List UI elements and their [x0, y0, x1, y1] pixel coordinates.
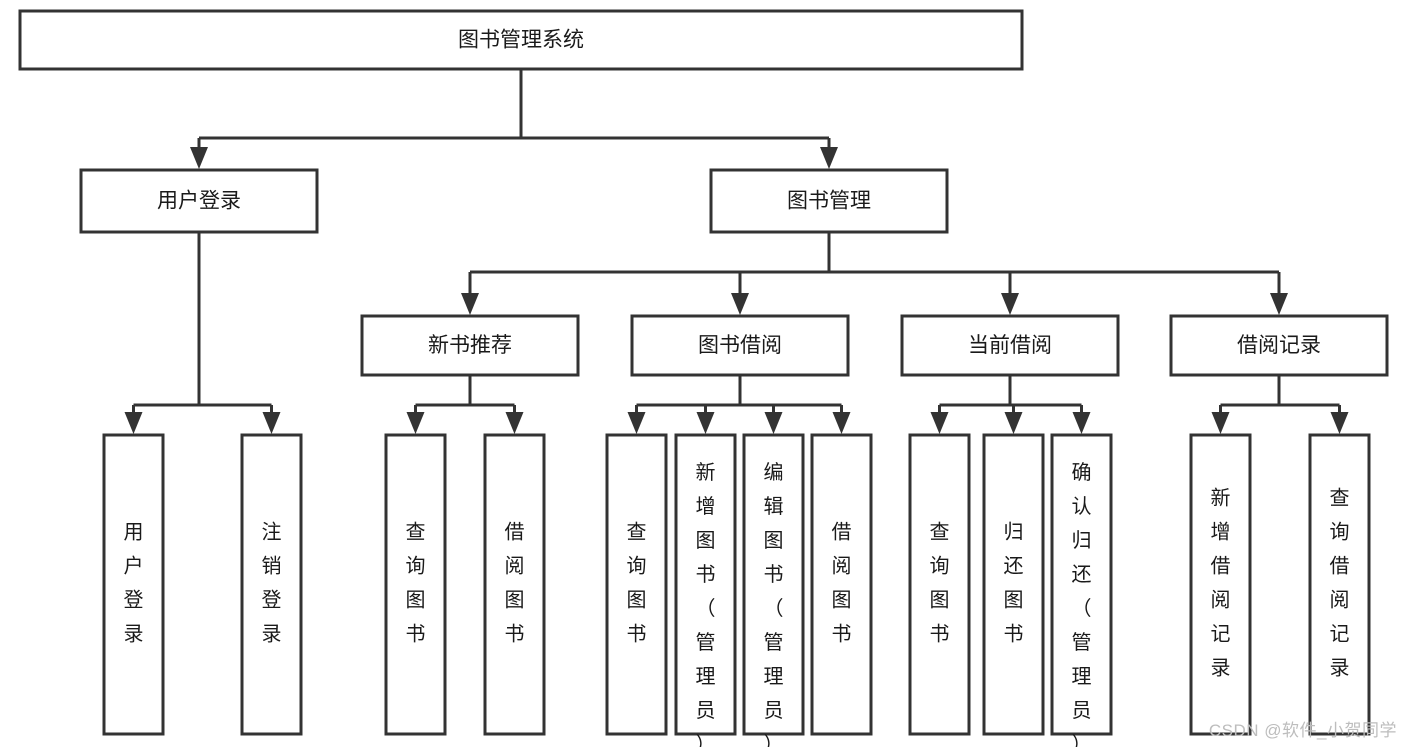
node-box	[605, 433, 668, 736]
node-box	[742, 433, 805, 736]
arrow-head-icon	[1270, 293, 1288, 315]
node-leaf-leaf-confirm-return-admin[interactable]: 确认归还（管理员）	[1050, 433, 1113, 747]
node-label: 图书管理系统	[458, 29, 584, 52]
node-box	[360, 314, 580, 377]
node-label: 新增借阅记录	[1211, 487, 1231, 680]
node-level3-new-book-recommend[interactable]: 新书推荐	[360, 314, 580, 377]
node-box	[674, 433, 737, 736]
node-label: 用户登录	[124, 522, 144, 646]
connectors-layer	[124, 69, 1349, 434]
node-box	[79, 168, 319, 234]
arrow-head-icon	[505, 412, 524, 434]
arrow-head-icon	[1211, 412, 1230, 434]
arrow-head-icon	[832, 412, 851, 434]
node-leaf-leaf-query-book-recommend[interactable]: 查询图书	[384, 433, 447, 736]
node-label: 新书推荐	[428, 334, 512, 357]
arrow-head-icon	[930, 412, 949, 434]
arrow-head-icon	[190, 147, 208, 169]
node-level3-current-borrow[interactable]: 当前借阅	[900, 314, 1120, 377]
arrow-head-icon	[627, 412, 646, 434]
node-box	[900, 314, 1120, 377]
node-leaf-leaf-borrow-book-recommend[interactable]: 借阅图书	[483, 433, 546, 736]
nodes-layer: 图书管理系统用户登录图书管理新书推荐图书借阅当前借阅借阅记录用户登录注销登录查询…	[18, 9, 1389, 747]
node-label: 借阅图书	[505, 521, 525, 646]
node-leaf-leaf-add-borrow-record[interactable]: 新增借阅记录	[1189, 433, 1252, 736]
arrow-head-icon	[696, 412, 715, 434]
node-label: 借阅图书	[832, 521, 852, 646]
arrow-head-icon	[1072, 412, 1091, 434]
node-leaf-leaf-borrow-book[interactable]: 借阅图书	[810, 433, 873, 736]
node-label: 归还图书	[1004, 521, 1024, 646]
node-box	[102, 433, 165, 736]
node-label: 查询图书	[627, 521, 647, 646]
node-box	[709, 168, 949, 234]
arrow-head-icon	[262, 412, 281, 434]
node-leaf-leaf-query-borrow-record[interactable]: 查询借阅记录	[1308, 433, 1371, 736]
node-leaf-leaf-query-book-borrow[interactable]: 查询图书	[605, 433, 668, 736]
node-leaf-leaf-add-book-admin[interactable]: 新增图书（管理员）	[674, 433, 737, 747]
arrow-head-icon	[406, 412, 425, 434]
arrow-head-icon	[764, 412, 783, 434]
node-box	[630, 314, 850, 377]
node-label: 查询借阅记录	[1330, 487, 1350, 680]
node-level3-borrow-record[interactable]: 借阅记录	[1169, 314, 1389, 377]
node-label: 查询图书	[406, 521, 426, 646]
arrow-head-icon	[461, 293, 479, 315]
node-label: 新增图书（管理员）	[696, 461, 716, 747]
arrow-head-icon	[1001, 293, 1019, 315]
node-label: 当前借阅	[968, 334, 1052, 357]
node-label: 确认归还（管理员）	[1072, 461, 1092, 747]
arrow-head-icon	[1330, 412, 1349, 434]
node-box	[810, 433, 873, 736]
node-label: 编辑图书（管理员）	[764, 461, 784, 747]
node-level2-user-login[interactable]: 用户登录	[79, 168, 319, 234]
node-box	[18, 9, 1024, 71]
node-label: 借阅记录	[1237, 334, 1321, 357]
node-box	[1169, 314, 1389, 377]
node-level3-book-borrow[interactable]: 图书借阅	[630, 314, 850, 377]
node-box	[982, 433, 1045, 736]
arrow-head-icon	[124, 412, 143, 434]
node-leaf-leaf-user-login[interactable]: 用户登录	[102, 433, 165, 736]
node-label: 注销登录	[262, 521, 282, 646]
node-box	[1189, 433, 1252, 736]
node-box	[240, 433, 303, 736]
node-label: 图书管理	[787, 190, 871, 213]
node-label: 图书借阅	[698, 334, 782, 357]
node-box	[384, 433, 447, 736]
node-label: 用户登录	[157, 190, 241, 213]
node-leaf-leaf-return-book[interactable]: 归还图书	[982, 433, 1045, 736]
node-box	[483, 433, 546, 736]
node-label: 查询图书	[930, 521, 950, 646]
arrow-head-icon	[731, 293, 749, 315]
node-box	[1308, 433, 1371, 736]
arrow-head-icon	[820, 147, 838, 169]
node-root-system[interactable]: 图书管理系统	[18, 9, 1024, 71]
node-leaf-leaf-query-book-current[interactable]: 查询图书	[908, 433, 971, 736]
node-leaf-leaf-logout[interactable]: 注销登录	[240, 433, 303, 736]
arrow-head-icon	[1004, 412, 1023, 434]
node-level2-book-management[interactable]: 图书管理	[709, 168, 949, 234]
node-leaf-leaf-edit-book-admin[interactable]: 编辑图书（管理员）	[742, 433, 805, 747]
node-box	[908, 433, 971, 736]
node-box	[1050, 433, 1113, 736]
